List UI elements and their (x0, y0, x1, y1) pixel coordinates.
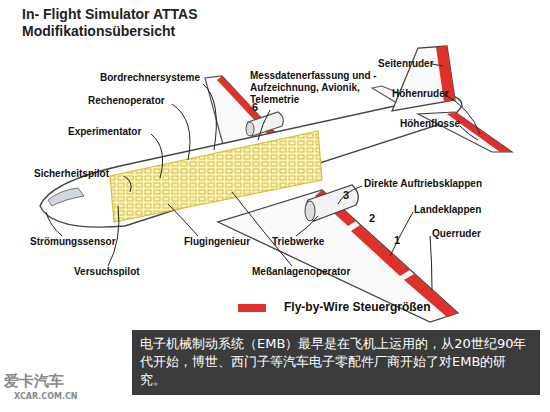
fuselage (40, 95, 462, 227)
leader-lines (46, 64, 480, 290)
part-label: Bordrechnersysteme (100, 72, 200, 84)
watermark: 爱卡汽车 (4, 372, 64, 391)
part-label: Experimentator (68, 126, 141, 138)
part-label: Querruder (432, 228, 481, 240)
legend-swatch (238, 304, 266, 312)
legend-text: Fly-by-Wire Steuergrößen (284, 300, 431, 314)
near-engine (306, 185, 358, 221)
callout-number: 1 (394, 234, 400, 247)
part-label: Direkte Auftriebsklappen (364, 178, 482, 190)
part-label: Landeklappen (414, 204, 481, 216)
diagram-title: In- Flight Simulator ATTAS Modifikations… (22, 6, 232, 40)
callout-number: 3 (343, 189, 349, 202)
far-engine-inlet (246, 122, 254, 136)
part-label: Versuchspilot (74, 266, 140, 278)
landing-flaps (351, 225, 410, 276)
callout-number: 2 (369, 212, 375, 225)
part-label: Sicherheitspilot (34, 168, 109, 180)
watermark: XCAR.COM.CN (14, 392, 78, 401)
part-label: Messdatenerfassung und -Aufzeichnung, Av… (250, 70, 390, 106)
part-label: Meßanlagenoperator (252, 266, 350, 278)
part-label: Seitenruder (378, 58, 434, 70)
caption-box: 电子机械制动系统（EMB）最早是在飞机上运用的，从20世纪90年代开始，博世、西… (132, 330, 540, 395)
part-label: Strömungssensor (30, 236, 116, 248)
cockpit-window (48, 188, 84, 206)
near-engine-inlet (305, 201, 315, 221)
part-label: Flugingenieur (184, 236, 250, 248)
part-label: Höhenflosse (400, 118, 460, 130)
part-label: Höhenruder (392, 88, 449, 100)
part-label: Rechenoperator (88, 95, 165, 107)
vertical-fin (392, 46, 455, 111)
callout-number: 6 (252, 101, 258, 114)
part-label: Triebwerke (272, 236, 324, 248)
